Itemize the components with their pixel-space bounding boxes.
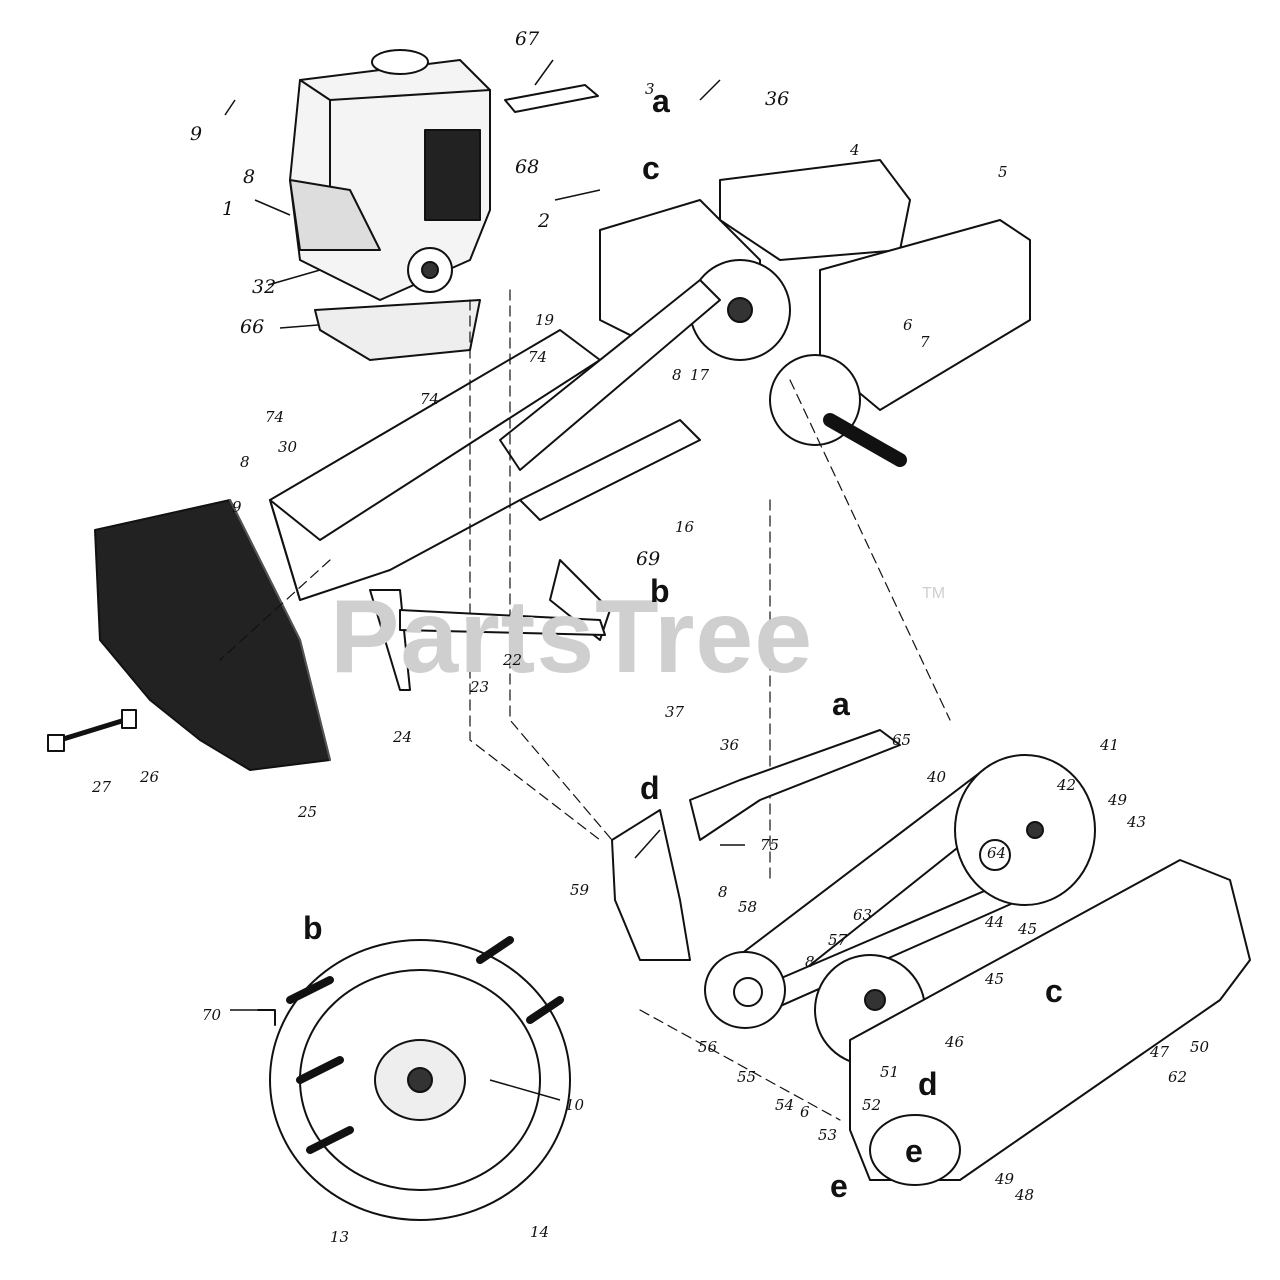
part-number-label: 8 [240,453,250,471]
part-number-label: 47 [1150,1043,1170,1061]
callout-letter: b [303,910,323,946]
part-number-label: 8 [805,953,815,971]
part-number-label: 8 [243,166,256,188]
part-number-label: 36 [765,88,790,110]
part-number-label: 75 [760,836,780,854]
part-number-label: 70 [202,1006,222,1024]
part-number-label: 51 [880,1063,900,1081]
bracket-59 [611,809,691,961]
part-number-label: 49 [1108,791,1128,809]
callout-letter: b [650,573,670,609]
part-number-label: 8 [672,366,682,384]
part-number-label: 22 [503,651,523,669]
part-number-label: 56 [698,1038,718,1056]
part-number-label: 19 [535,311,555,329]
callout-letter: c [1045,973,1063,1009]
part-number-label: 48 [1015,1186,1035,1204]
part-number-label: 3 [645,80,655,98]
part-number-label: 6 [903,316,913,334]
engine [289,49,491,361]
trademark-mark: TM [922,585,946,602]
callout-letter: a [652,83,670,119]
part-number-label: 67 [515,28,540,50]
part-number-label: 74 [528,348,548,366]
callout-letter: d [640,770,660,806]
part-number-label: 14 [530,1223,550,1241]
bolt-27 [57,717,128,743]
part-number-label: 17 [690,366,710,384]
part-number-label: 66 [240,316,265,338]
part-number-label: 7 [920,333,930,351]
part-number-label: 27 [92,778,112,796]
part-number-label: 13 [330,1228,350,1246]
bumper-weight [94,499,331,771]
part-number-label: 9 [190,123,203,145]
part-number-label: 30 [278,438,298,456]
part-number-label: 69 [636,548,661,570]
part-number-label: 8 [718,883,728,901]
part-number-label: 68 [515,156,540,178]
part-number-label: 44 [985,913,1005,931]
part-number-label: 6 [800,1103,810,1121]
part-number-label: 41 [1100,736,1120,754]
part-number-label: 37 [665,703,685,721]
part-number-label: 16 [675,518,695,536]
part-number-label: 42 [1057,776,1077,794]
part-number-label: 65 [892,731,912,749]
part-number-label: 58 [738,898,758,916]
part-number-label: 1 [222,198,235,220]
part-number-label: 74 [265,408,285,426]
part-number-label: 50 [1190,1038,1210,1056]
part-number-label: 36 [720,736,740,754]
part-number-label: 32 [252,276,277,298]
part-number-label: 24 [393,728,413,746]
part-number-label: 49 [995,1170,1015,1188]
callout-letter: e [905,1133,923,1169]
part-number-label: 23 [470,678,490,696]
part-number-label: 25 [298,803,318,821]
part-number-label: 63 [853,906,873,924]
watermark-text: PartsTree [330,579,814,695]
part-number-label: 9 [232,498,242,516]
callout-letter: e [830,1168,848,1204]
part-number-label: 26 [140,768,160,786]
part-number-label: 55 [737,1068,757,1086]
part-number-label: 45 [985,970,1005,988]
part-number-label: 54 [775,1096,795,1114]
part-number-label: 74 [420,390,440,408]
part-number-label: 4 [850,141,860,159]
part-number-label: 43 [1127,813,1147,831]
part-number-label: 53 [818,1126,838,1144]
callout-letter: c [642,150,660,186]
callout-letter: d [918,1066,938,1102]
part-number-label: 59 [570,881,590,899]
frame-plate-4 [719,159,911,261]
muffler-tube [504,84,599,113]
part-number-label: 57 [828,931,848,949]
part-number-label: 5 [998,163,1008,181]
wheel [269,936,571,1221]
part-number-label: 64 [987,844,1007,862]
part-number-label: 40 [927,768,947,786]
part-number-label: 52 [862,1096,882,1114]
part-number-label: 45 [1018,920,1038,938]
part-number-label: 62 [1168,1068,1188,1086]
part-number-label: 46 [945,1033,965,1051]
control-arm [689,729,901,841]
callout-letter: a [832,686,850,722]
belt-cover [849,859,1251,1181]
part-number-label: 2 [538,210,551,232]
part-number-label: 10 [565,1096,585,1114]
